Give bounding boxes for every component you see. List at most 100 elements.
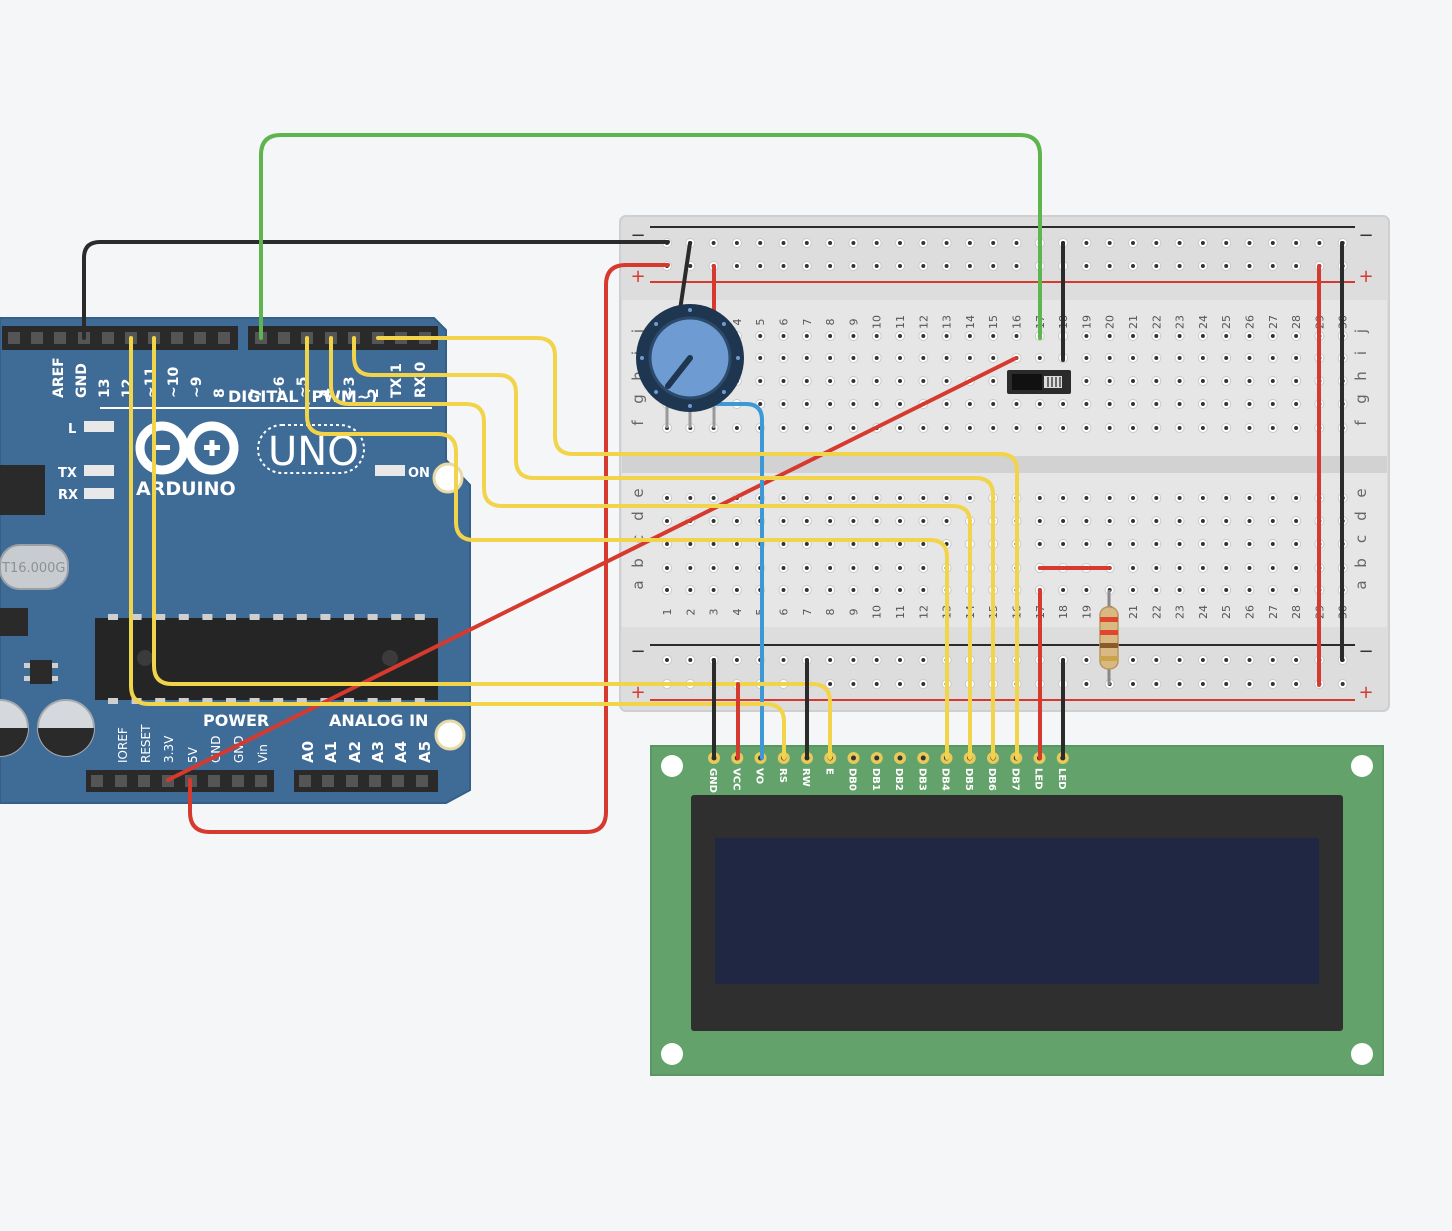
arduino-brand: ARDUINO [136,478,236,500]
svg-text:6: 6 [778,319,791,326]
header-pin[interactable] [232,775,244,787]
svg-text:28: 28 [1290,315,1303,329]
svg-text:i: i [1352,351,1370,355]
rail-sign: − [630,641,645,662]
resistor-body [1099,606,1119,670]
lcd-pin-label: DB0 [847,768,858,791]
pin-label: TX 1 [389,363,405,398]
wires [82,133,1344,834]
svg-text:9: 9 [847,319,860,326]
lcd-pin-label: DB4 [940,768,951,791]
lcd-pin-label: DB7 [1009,768,1020,791]
svg-text:10: 10 [871,605,884,619]
header-pin[interactable] [8,332,20,344]
svg-text:g: g [629,394,647,404]
wire-yellow-pin12[interactable] [129,336,786,760]
wire-5v-red[interactable] [188,263,670,834]
header-pin[interactable] [54,332,66,344]
svg-text:26: 26 [1244,315,1257,329]
wire-green-pin7[interactable] [259,133,1042,340]
header-pin[interactable] [416,775,428,787]
mount-hole-bottom [434,719,466,751]
header-pin[interactable] [392,775,404,787]
header-pin[interactable] [369,775,381,787]
header-pin[interactable] [194,332,206,344]
regulator [30,660,52,684]
analog-pin-label: A3 [369,741,387,763]
svg-text:e: e [1352,488,1370,497]
svg-text:11: 11 [894,605,907,619]
analog-pin-label: A4 [392,741,410,763]
crystal-label: T16.000G [1,561,66,576]
pin-label: 12 [120,379,136,398]
power-pin-label: Vin [256,744,270,763]
led-rx-label: RX [58,488,78,503]
header-pin[interactable] [91,775,103,787]
svg-text:19: 19 [1080,315,1093,329]
pin-label: ~10 [166,367,182,398]
header-pin[interactable] [322,775,334,787]
svg-text:h: h [1352,371,1370,381]
header-pin[interactable] [346,775,358,787]
wire-yellow-pin5[interactable] [305,336,949,760]
header-pin[interactable] [115,775,127,787]
analog-pin-label: A5 [416,741,434,763]
svg-text:f: f [1352,420,1370,426]
svg-text:13: 13 [941,315,954,329]
svg-text:b: b [1352,558,1370,568]
lcd-pin-label: DB5 [963,768,974,791]
svg-text:h: h [629,371,647,381]
svg-text:6: 6 [778,609,791,616]
lcd-pin-label: DB1 [870,768,881,791]
wire-yellow-pin3[interactable] [352,336,995,760]
wire-yellow-pin11[interactable] [152,336,832,760]
led-l-label: L [68,422,76,437]
rail-sign: − [1358,225,1373,246]
pin-label: ~11 [143,367,159,398]
pin-label: ~6 [272,377,288,398]
capacitors [0,699,95,757]
svg-text:24: 24 [1197,315,1210,329]
power-label: POWER [203,711,269,730]
header-pin[interactable] [102,332,114,344]
header-pin[interactable] [138,775,150,787]
rail-sign: − [1358,641,1373,662]
led-on-label: ON [408,466,430,481]
svg-text:24: 24 [1197,605,1210,619]
breadboard[interactable]: −+−+−+−+ 1122334455667788991010111112121… [619,215,1390,712]
svg-text:22: 22 [1150,605,1163,619]
wire-yellow-pin2[interactable] [376,336,1019,760]
slide-switch[interactable] [1007,370,1071,394]
power-pin-label: RESET [139,724,153,763]
svg-text:2: 2 [684,609,697,616]
header-pin[interactable] [255,775,267,787]
header-pin[interactable] [278,332,290,344]
column-numbers: 1122334455667788991010111112121313141415… [661,315,1350,619]
svg-text:11: 11 [894,315,907,329]
header-pin[interactable] [218,332,230,344]
svg-text:16: 16 [1011,315,1024,329]
wire-red-diagonal[interactable] [166,356,1018,782]
potentiometer[interactable] [636,304,744,428]
svg-text:8: 8 [824,319,837,326]
svg-text:25: 25 [1220,605,1233,619]
header-pin[interactable] [171,332,183,344]
wire-vo-blue[interactable] [713,402,764,760]
rail-sign: + [1358,682,1373,703]
rail-sign: + [630,682,645,703]
pin-label: 4 [319,388,335,398]
header-pin[interactable] [208,775,220,787]
wire-yellow-pin4[interactable] [329,336,972,760]
lcd-pin-label: DB2 [893,768,904,791]
led-tx-label: TX [58,466,77,481]
resistor[interactable] [1099,590,1119,685]
lcd-pin-label: RS [777,768,788,783]
wire-pot-gnd[interactable] [678,241,692,312]
rail-sign: + [630,266,645,287]
wire-gnd-black[interactable] [82,240,670,340]
pin-label: AREF [51,357,67,398]
header-pin[interactable] [299,775,311,787]
header-pin[interactable] [31,332,43,344]
